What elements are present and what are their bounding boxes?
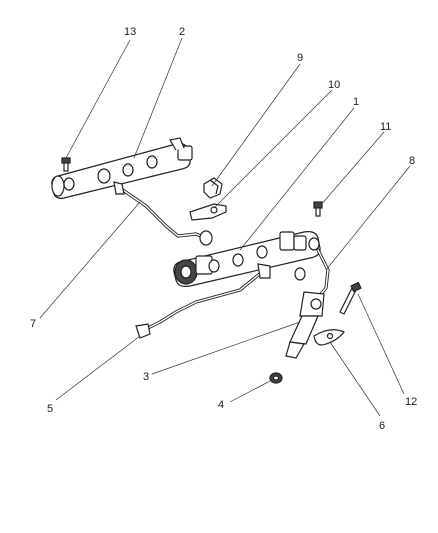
callout-3: 3 — [143, 371, 149, 383]
lower-fuel-rail — [173, 231, 321, 287]
callout-8: 8 — [409, 155, 415, 167]
fuel-line-7 — [113, 181, 213, 246]
upper-fuel-rail — [51, 137, 193, 199]
leader-lines — [39, 37, 411, 417]
callout-13: 13 — [124, 26, 136, 38]
callout-9: 9 — [297, 52, 303, 64]
callout-4: 4 — [218, 399, 224, 411]
bracket-10 — [189, 203, 227, 221]
bolt-12 — [339, 281, 362, 315]
fuel-line-5 — [135, 263, 271, 339]
callout-6: 6 — [379, 420, 385, 432]
callout-2: 2 — [179, 26, 185, 38]
clip-9 — [203, 177, 223, 199]
callout-12: 12 — [405, 396, 417, 408]
callout-10: 10 — [328, 79, 340, 91]
callout-7: 7 — [30, 318, 36, 330]
bolt-13 — [61, 157, 71, 172]
callout-1: 1 — [353, 96, 359, 108]
bolt-11 — [313, 201, 323, 217]
clamp-6 — [313, 329, 345, 346]
callout-numbers: 13 2 9 10 1 11 8 7 5 3 4 12 6 — [30, 26, 417, 432]
callout-5: 5 — [47, 403, 53, 415]
injector-3 — [285, 291, 325, 359]
callout-11: 11 — [380, 121, 391, 133]
washer-4 — [269, 372, 283, 384]
